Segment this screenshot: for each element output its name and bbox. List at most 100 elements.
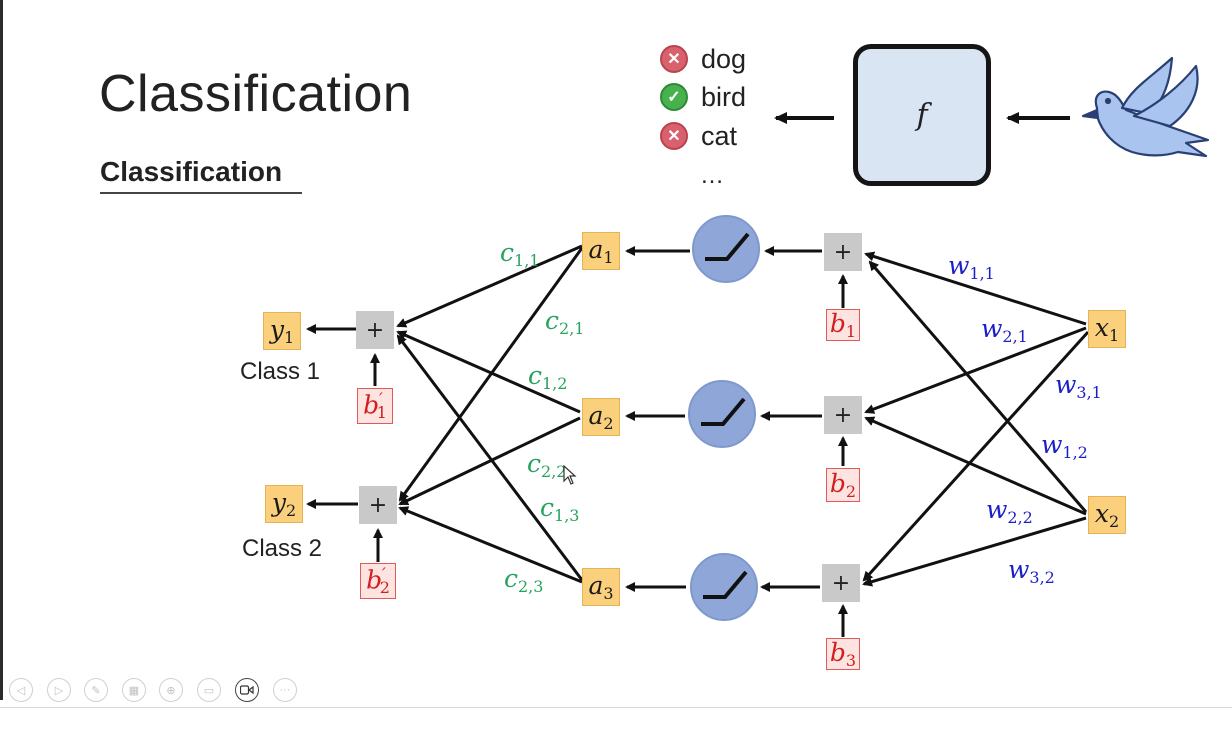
bias-node-b2: b2	[826, 468, 860, 502]
c-edges	[396, 244, 584, 584]
weight-label-c21: c2,1	[545, 308, 584, 337]
class-item-cat: ✕ cat	[660, 119, 737, 153]
var-letter: w	[981, 314, 1003, 343]
sum-node-hidden1: +	[824, 233, 862, 271]
var-sub: 1,1	[969, 264, 995, 283]
var-letter: b	[829, 637, 846, 667]
class-name-2: Class 2	[242, 535, 323, 562]
weight-label-w32: w3,2	[1008, 557, 1055, 586]
var-sub: 1	[845, 321, 857, 341]
hidden-node-a3: a3	[582, 568, 620, 606]
var-letter: c	[528, 361, 543, 390]
hidden-node-a2: a2	[582, 398, 620, 436]
output-node-y1: y1	[263, 312, 301, 350]
bias-node-bprime1: b′1	[357, 388, 393, 424]
sum-node-hidden3: +	[822, 564, 860, 602]
bird-icon	[1081, 56, 1210, 158]
var-sub: 3	[845, 650, 857, 670]
var-sub: 2,2	[541, 462, 567, 481]
var-letter: y	[271, 487, 286, 517]
edge-a1-plus1	[396, 244, 583, 328]
bias-node-b1: b1	[826, 309, 860, 341]
output-node-y2: y2	[265, 485, 303, 523]
input-node-x2: x2	[1088, 496, 1126, 534]
weight-label-c22: c2,2	[527, 451, 566, 480]
sum-node-out1: +	[356, 311, 394, 349]
class-label: dog	[701, 43, 747, 74]
pen-icon[interactable]: ✎	[84, 678, 108, 702]
relu-activation-3	[690, 553, 758, 621]
var-sub: 1,2	[542, 374, 568, 393]
var-letter: a	[588, 234, 604, 264]
slide-subtitle: Classification	[100, 156, 283, 187]
classes-ellipsis: …	[700, 162, 724, 189]
weight-label-w31: w3,1	[1055, 372, 1102, 401]
var-sub: 2,3	[518, 577, 544, 596]
var-prime: ′	[382, 563, 386, 583]
weight-label-w11: w1,1	[948, 253, 995, 282]
previous-icon[interactable]: ◁	[9, 678, 33, 702]
zoom-icon[interactable]: ⊕	[159, 678, 183, 702]
var-sub: 1	[1108, 325, 1120, 345]
weight-label-w12: w1,2	[1041, 432, 1088, 461]
var-sub: 2,1	[1002, 327, 1028, 346]
var-letter: b	[366, 565, 383, 595]
camera-glyph	[240, 685, 254, 695]
var-prime: ′	[379, 388, 383, 408]
bias-node-bprime2: b′2	[360, 563, 396, 599]
var-letter: c	[540, 493, 555, 522]
edge-x1-plus2	[864, 326, 1087, 414]
var-letter: w	[948, 251, 970, 280]
var-letter: b	[829, 308, 846, 338]
edge-a3-plus1	[396, 334, 584, 581]
class-name-1: Class 1	[240, 358, 321, 385]
var-sub: 2	[379, 578, 390, 598]
check-circle-icon: ✓	[660, 83, 688, 111]
x-circle-icon: ✕	[660, 45, 688, 73]
edge-x2-plus3	[862, 516, 1087, 587]
window-edge	[0, 0, 3, 700]
subtitle-underline	[100, 192, 302, 194]
var-sub: 3,2	[1029, 568, 1055, 587]
bias-node-b3: b3	[826, 638, 860, 670]
weight-label-w22: w2,2	[986, 497, 1033, 526]
var-sub: 1	[376, 403, 387, 423]
weight-label-c11: c1,1	[500, 240, 539, 269]
var-letter: w	[1008, 555, 1030, 584]
var-letter: w	[1041, 430, 1063, 459]
function-box: f	[853, 44, 991, 186]
relu-activation-2	[688, 380, 756, 448]
var-letter: w	[1055, 370, 1077, 399]
var-sub: 2,2	[1007, 508, 1033, 527]
var-letter: a	[588, 570, 604, 600]
edge-a2-plus1	[396, 330, 581, 414]
var-letter: c	[504, 564, 519, 593]
slides-grid-icon[interactable]: ▦	[122, 678, 146, 702]
var-letter: w	[986, 495, 1008, 524]
camera-icon[interactable]	[235, 678, 259, 702]
next-icon[interactable]: ▷	[47, 678, 71, 702]
class-label: cat	[701, 120, 738, 151]
subtitles-icon[interactable]: ▭	[197, 678, 221, 702]
edge-x1-plus3	[862, 330, 1090, 582]
edge-a2-plus2	[398, 416, 581, 506]
var-letter: x	[1094, 498, 1109, 528]
input-node-x1: x1	[1088, 310, 1126, 348]
sum-node-out2: +	[359, 486, 397, 524]
w-edges	[862, 251, 1090, 587]
var-letter: y	[269, 314, 284, 344]
edge-x1-plus1	[864, 251, 1087, 326]
var-sub: 2	[845, 481, 857, 501]
more-icon[interactable]: ···	[273, 678, 297, 702]
x-circle-icon: ✕	[660, 122, 688, 150]
var-sub: 1	[603, 247, 614, 267]
edge-x2-plus2	[864, 416, 1087, 516]
function-label: f	[916, 97, 928, 133]
var-letter: b	[363, 390, 380, 420]
var-sub: 2,1	[559, 319, 585, 338]
sum-node-hidden2: +	[824, 396, 862, 434]
bottom-divider	[0, 707, 1232, 708]
var-sub: 3,1	[1076, 383, 1102, 402]
var-sub: 1,2	[1062, 443, 1088, 462]
